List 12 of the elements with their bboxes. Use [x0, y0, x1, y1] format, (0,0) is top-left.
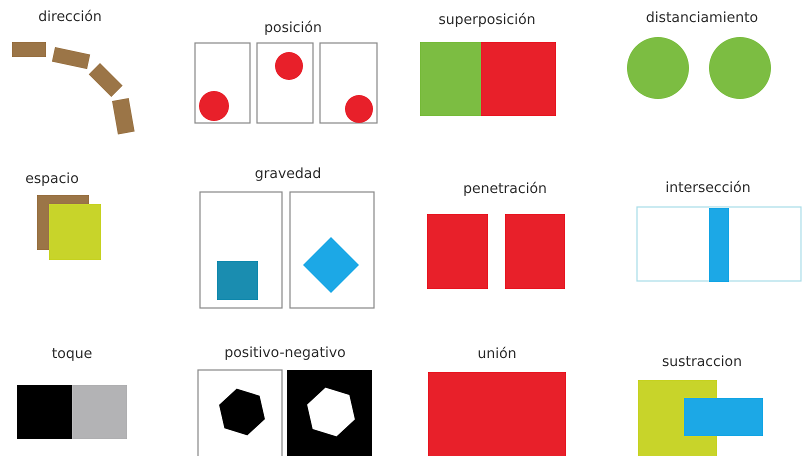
panel-title: positivo-negativo: [224, 345, 346, 361]
panel-title: sustraccion: [662, 354, 742, 370]
panel-title: superposición: [438, 12, 536, 28]
panel-title: espacio: [25, 171, 79, 187]
panel-title: unión: [477, 346, 517, 362]
panel-title: toque: [52, 346, 92, 362]
panel-title: dirección: [38, 9, 102, 25]
panel-title: intersección: [665, 180, 751, 196]
panel-title: distanciamiento: [646, 10, 758, 26]
panel-title: gravedad: [254, 166, 322, 182]
panel-title: posición: [264, 20, 322, 36]
panel-title: penetración: [463, 181, 547, 197]
